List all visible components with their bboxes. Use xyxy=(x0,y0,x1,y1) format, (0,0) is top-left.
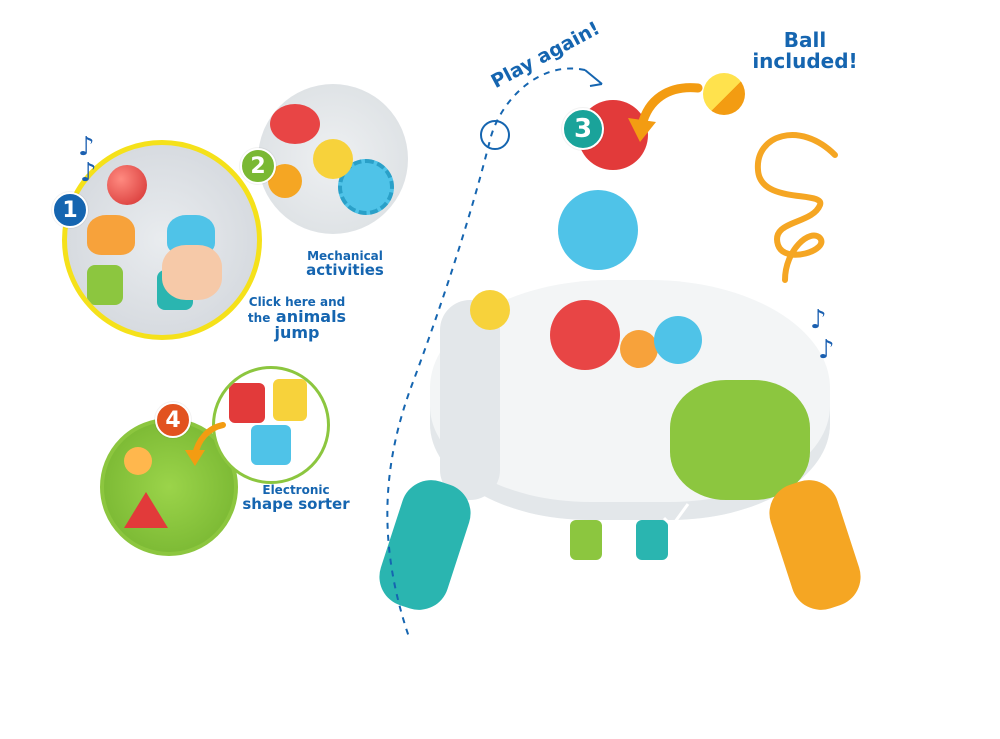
peg-teal xyxy=(636,520,668,560)
check-arrow-icon xyxy=(662,503,690,529)
callout-line: included! xyxy=(752,49,858,73)
feature-circle-mechanical xyxy=(258,84,408,234)
light-bulb xyxy=(124,447,152,475)
callout-line: Ball xyxy=(783,28,827,52)
curved-arrow-icon xyxy=(628,83,703,142)
callout-animals-label: Click here and the animals jump xyxy=(242,296,352,342)
music-note-icon: ♪ xyxy=(818,335,835,365)
red-ball-toy xyxy=(107,165,147,205)
callout-line: the animals xyxy=(242,306,352,326)
red-carousel xyxy=(270,104,320,144)
green-peg xyxy=(87,265,123,305)
badge-2: 2 xyxy=(240,148,276,184)
peg-green xyxy=(570,520,602,560)
music-note-icon: ♪ xyxy=(80,158,97,188)
teal-square-block xyxy=(251,425,291,465)
music-note-icon: ♪ xyxy=(78,132,95,162)
slide-channel xyxy=(440,300,500,500)
triangle-shape xyxy=(124,492,168,528)
callout-line: Electronic xyxy=(262,483,330,497)
green-panel xyxy=(670,380,810,500)
callout-line: shape sorter xyxy=(242,494,350,513)
cat-toy xyxy=(87,215,135,255)
callout-emphasis: animals xyxy=(275,306,347,326)
callout-prefix: the xyxy=(247,310,271,325)
gear-teal xyxy=(654,316,702,364)
shape-blocks-circle xyxy=(212,366,330,484)
hand xyxy=(162,245,222,300)
badge-3: 3 xyxy=(562,108,604,150)
gear-orange xyxy=(620,330,658,368)
curved-arrow-icon xyxy=(185,422,226,466)
callout-mechanical-label: Mechanical activities xyxy=(290,250,400,278)
callout-line: Click here and xyxy=(248,295,346,309)
spiral-squiggle-icon xyxy=(754,132,838,283)
callout-shape-sorter-label: Electronic shape sorter xyxy=(236,484,356,512)
callout-line: Mechanical xyxy=(307,249,383,263)
gear-yellow xyxy=(313,139,353,179)
badge-1: 1 xyxy=(52,192,88,228)
ramp-teal xyxy=(558,190,638,270)
music-note-icon: ♪ xyxy=(810,305,827,335)
yellow-ball xyxy=(703,73,745,115)
leg-right-orange xyxy=(761,472,869,618)
ball-included-label: Ball included! xyxy=(750,30,860,72)
callout-line: jump xyxy=(274,323,320,343)
feature-circle-animals xyxy=(62,140,262,340)
yellow-flower xyxy=(470,290,510,330)
activity-table xyxy=(371,240,869,618)
badge-4: 4 xyxy=(155,402,191,438)
red-tower xyxy=(550,300,620,370)
callout-line: activities xyxy=(306,260,384,279)
dashed-path-icon xyxy=(386,67,603,641)
yellow-cylinder-block xyxy=(273,379,307,421)
red-triangle-block xyxy=(229,383,265,423)
